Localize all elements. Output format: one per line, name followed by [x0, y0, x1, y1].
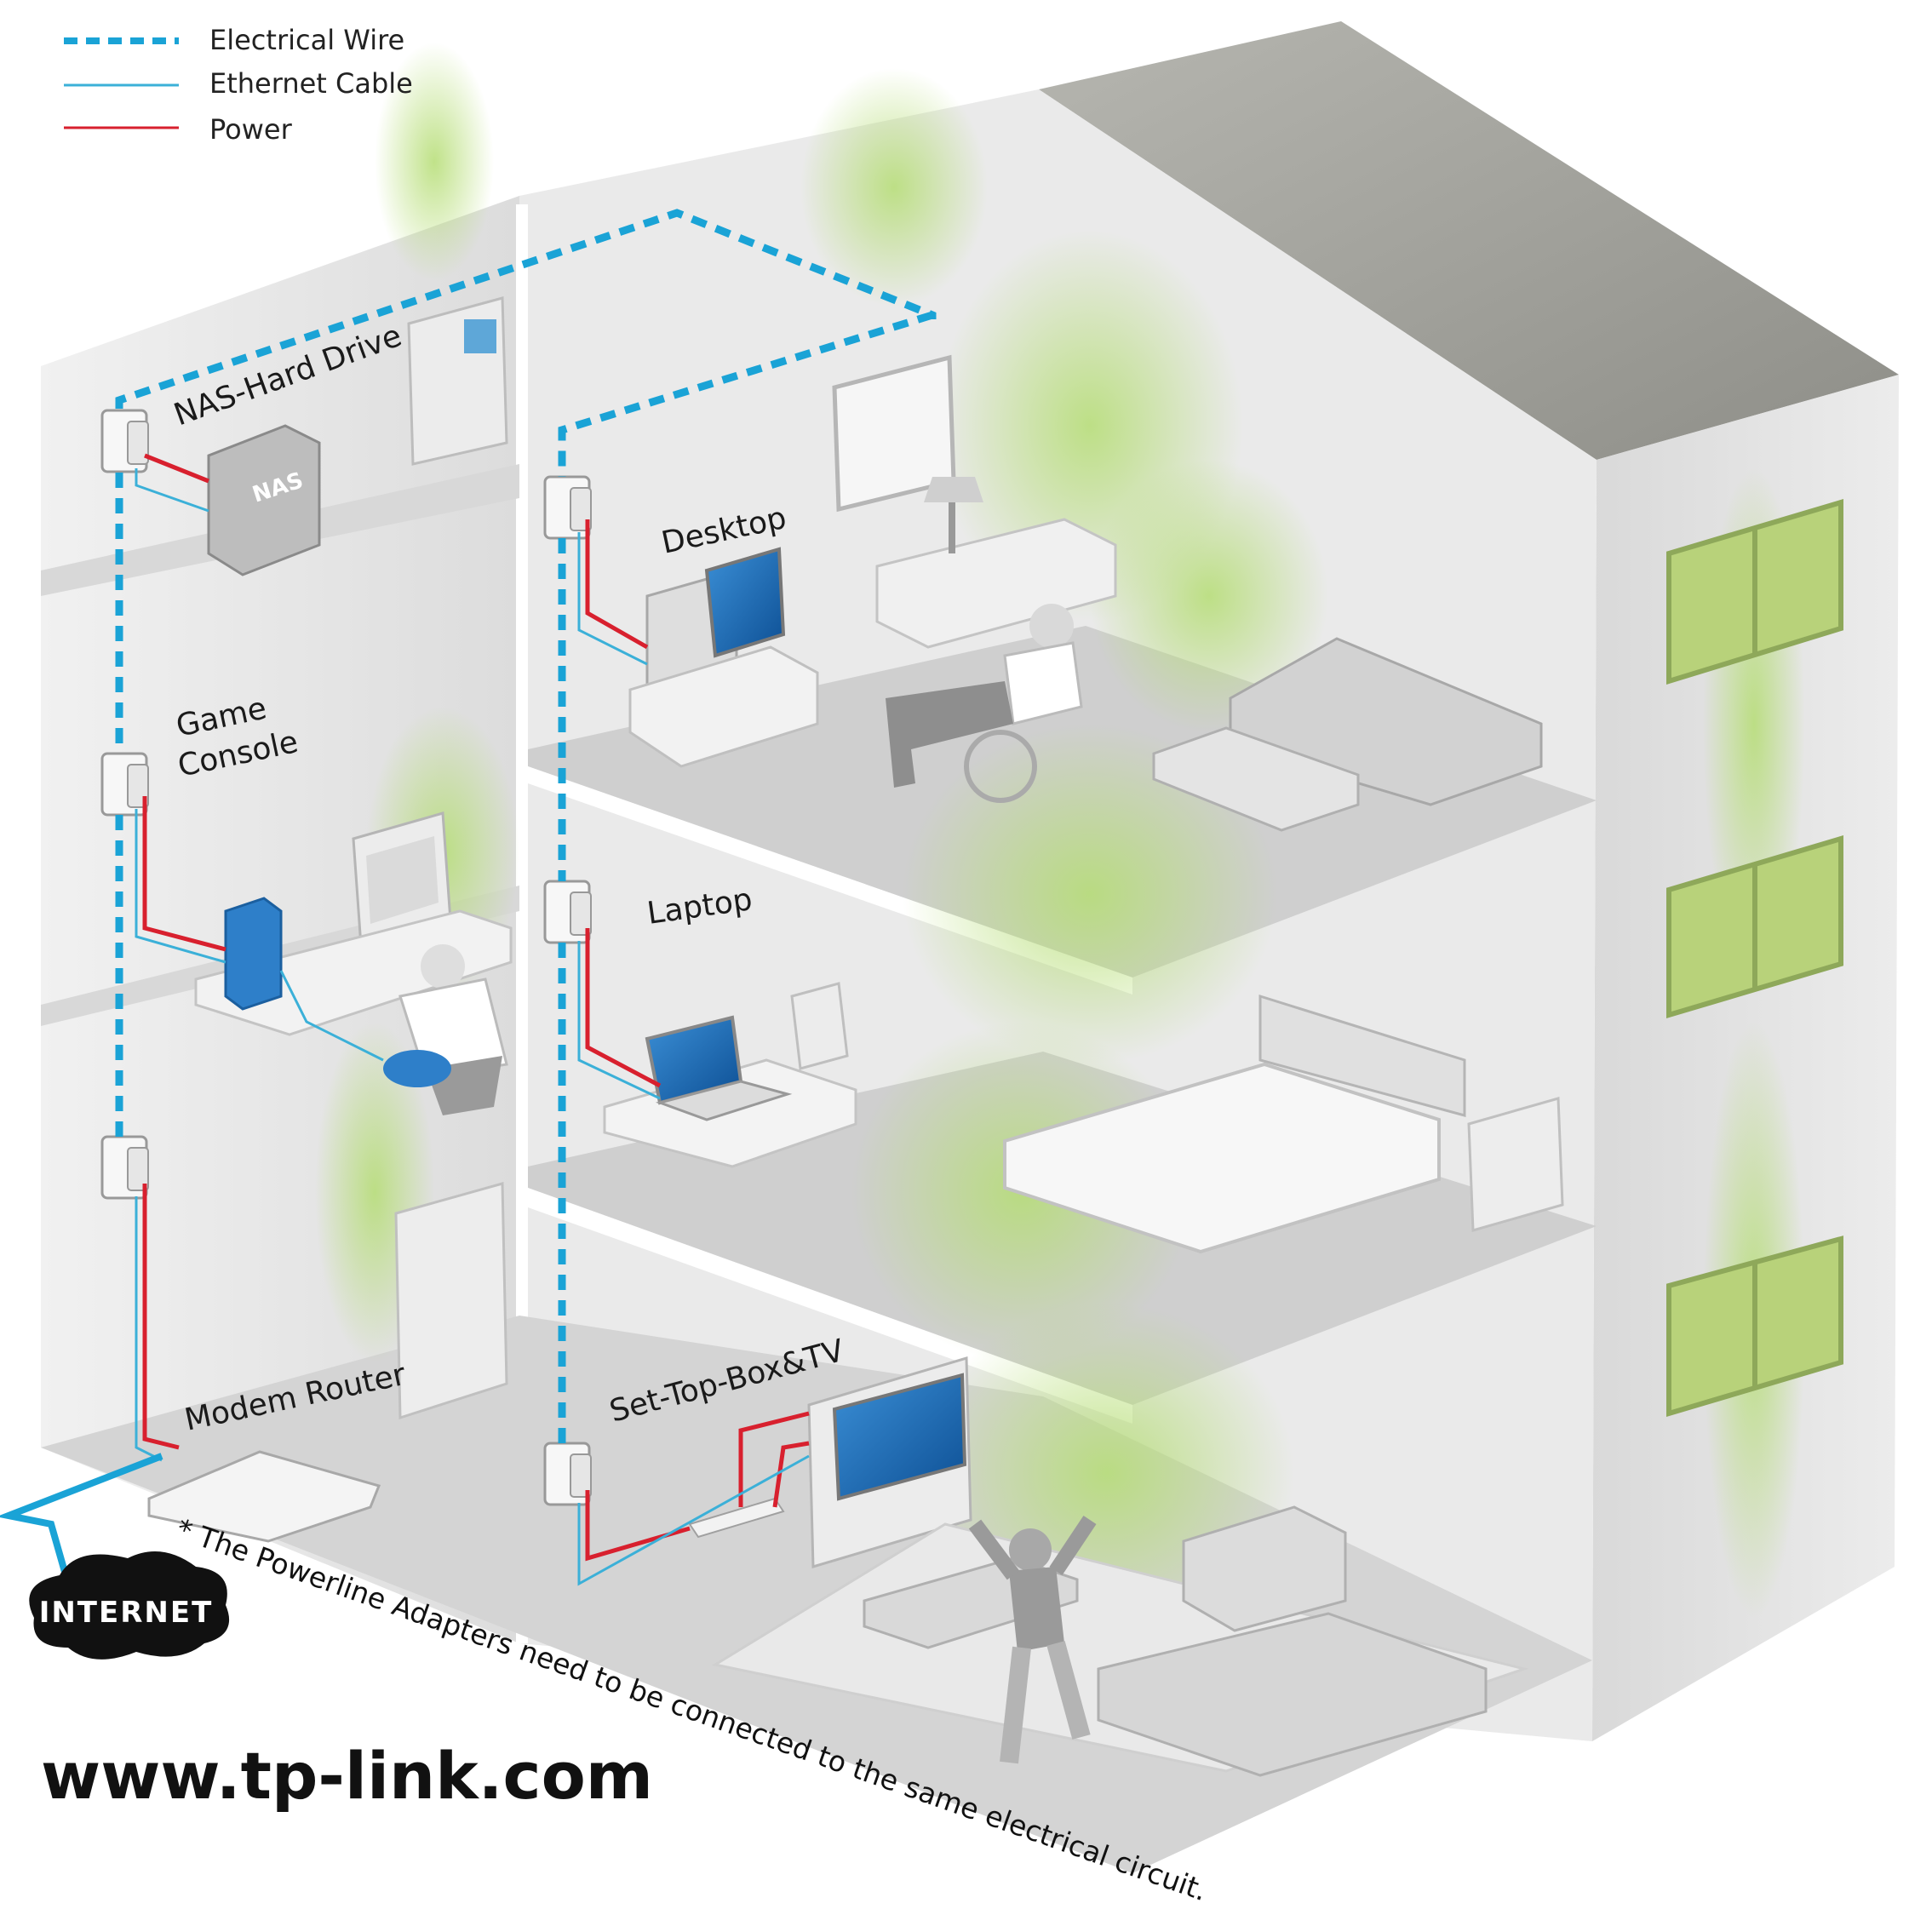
furniture: NAS [147, 296, 1564, 1777]
tv-screen-console-room [366, 836, 439, 924]
legend-label-electrical: Electrical Wire [209, 24, 404, 56]
headboard [1258, 994, 1466, 1117]
window-middle [1666, 834, 1843, 1019]
window-bottom [1666, 1235, 1843, 1418]
desktop-monitor [704, 547, 786, 658]
power-strip [688, 1497, 785, 1539]
lamp [924, 477, 983, 502]
seated-man [886, 604, 1083, 803]
legend-label-ethernet: Ethernet Cable [209, 67, 413, 100]
bookshelf-ground [394, 1182, 508, 1420]
adapter-game [100, 752, 149, 817]
modem-router [147, 1450, 381, 1543]
roof [1039, 21, 1899, 460]
adapter-stb [543, 1442, 592, 1506]
window-top [1666, 498, 1843, 685]
nas-box [207, 424, 321, 576]
game-console [224, 897, 283, 1011]
laptop-base [655, 1080, 793, 1121]
coffee-table [1152, 726, 1360, 832]
sofa-ground [1097, 1612, 1488, 1777]
jumping-man [968, 1516, 1097, 1764]
legend-label-power: Power [209, 113, 293, 146]
desk-upper [628, 645, 819, 768]
nightstand [790, 982, 849, 1070]
legend: Electrical Wire Ethernet Cable Power [64, 24, 413, 146]
kneeling-player [383, 944, 508, 1115]
divider-wall [516, 204, 528, 1643]
adapter-nas [100, 409, 149, 473]
internet-line [0, 1453, 163, 1585]
wardrobe [1467, 1097, 1564, 1232]
adapter-router [100, 1135, 149, 1200]
tv-stand [194, 909, 513, 1036]
internet-badge: INTERNET [29, 1551, 230, 1660]
armchair [1182, 1505, 1347, 1632]
tv-screen-ground [832, 1373, 967, 1501]
internet-label: INTERNET [39, 1596, 214, 1630]
adapter-laptop [543, 880, 592, 944]
bed [1003, 1062, 1441, 1254]
power-cables [142, 453, 810, 1562]
website-url: www.tp-link.com [41, 1738, 653, 1814]
electrical-wire [115, 209, 937, 1443]
writing-desk [875, 518, 1117, 649]
adapter-desktop [543, 475, 592, 540]
powerline-adapters [100, 409, 592, 1506]
